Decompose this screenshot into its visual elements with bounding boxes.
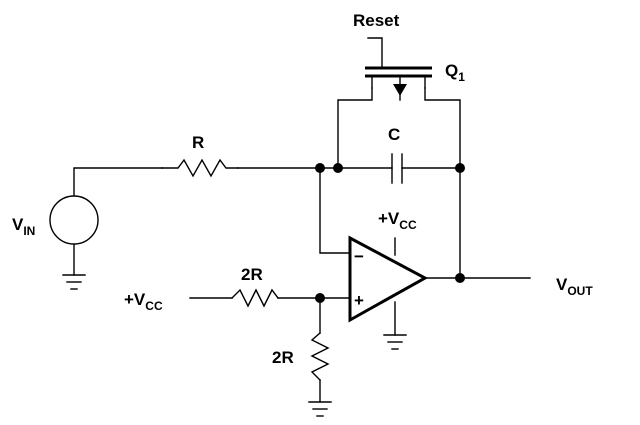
opamp-minus-label: − [354, 247, 364, 266]
junction-q1-source [333, 163, 343, 173]
opamp-triangle-icon [348, 235, 429, 323]
vin-top-wire [73, 167, 163, 196]
junction-cap-output [455, 163, 465, 173]
reset-gate-wire [367, 37, 383, 69]
junction-output [455, 273, 465, 283]
resistor-2r-bottom [310, 332, 330, 381]
vin-label: VIN [12, 215, 35, 238]
vcc-top-label: +VCC [378, 209, 417, 232]
inverting-input-wire [319, 167, 351, 254]
q1-body-arrow-icon [393, 84, 407, 96]
q1-drain-wire [424, 87, 461, 279]
opamp-plus-label: + [354, 291, 364, 310]
ground-divider-icon [308, 401, 332, 417]
resistor-2r-top [231, 288, 279, 308]
vcc-left-label: +VCC [124, 290, 163, 313]
vout-label: VOUT [556, 275, 593, 298]
q1-source-wire [337, 87, 373, 169]
resistor-2r-bottom-label: 2R [272, 348, 294, 367]
ground-vin-icon [62, 274, 86, 290]
junction-summing-node [315, 163, 325, 173]
mosfet-q1 [365, 66, 432, 101]
vin-source-icon [49, 195, 99, 245]
junction-dots [315, 163, 465, 303]
ground-opamp-icon [383, 334, 407, 350]
capacitor-c [391, 153, 403, 184]
resistor-r [161, 158, 239, 178]
junction-divider [315, 293, 325, 303]
resistor-2r-top-label: 2R [241, 265, 263, 284]
wires [73, 37, 531, 403]
q1-label: Q1 [445, 61, 465, 84]
reset-label: Reset [353, 11, 400, 30]
r-label: R [192, 133, 204, 152]
c-label: C [388, 125, 400, 144]
